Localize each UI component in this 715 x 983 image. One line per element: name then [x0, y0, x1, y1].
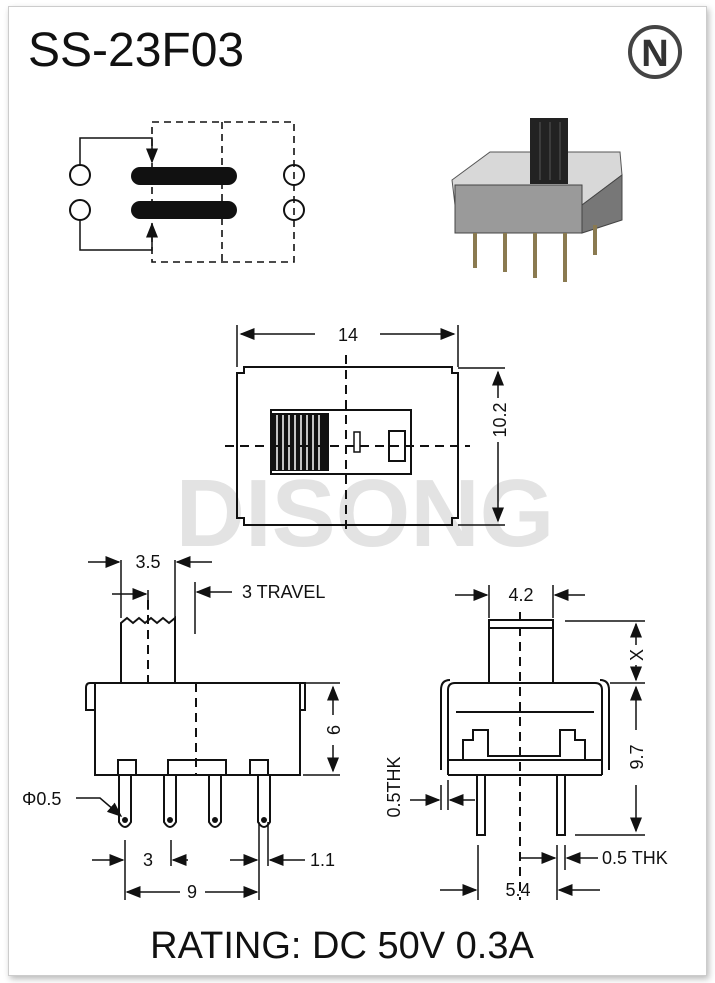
actuator-width-dimension: 4.2	[508, 585, 533, 605]
pin-width-dimension: 1.1	[310, 850, 335, 870]
watermark: DISONG	[176, 460, 555, 567]
pin-span-dimension: 5.4	[505, 880, 530, 900]
top-height-dimension: 10.2	[490, 402, 510, 437]
overall-height-dimension: 9.7	[627, 744, 647, 769]
top-view-drawing: 14 10.2	[225, 325, 510, 535]
svg-text:N: N	[641, 33, 668, 75]
part-number-title: SS-23F03	[28, 24, 244, 77]
pin-diameter-dimension: Φ0.5	[22, 789, 61, 809]
body-height-dimension: 6	[324, 725, 344, 735]
actuator-height-dimension: X	[627, 649, 647, 661]
side-view-drawing: 3.5 3 TRAVEL 6 Φ0.5 3 1.1 9	[22, 552, 344, 902]
product-photo	[451, 118, 623, 282]
total-pin-span-dimension: 9	[187, 882, 197, 902]
rating-text: RATING: DC 50V 0.3A	[150, 925, 534, 967]
actuator-width-dimension: 3.5	[135, 552, 160, 572]
travel-dimension: 3 TRAVEL	[242, 582, 325, 602]
top-width-dimension: 14	[338, 325, 358, 345]
pin-thickness-dimension: 0.5 THK	[602, 848, 668, 868]
brand-logo: N	[628, 25, 682, 79]
circuit-schematic	[69, 121, 305, 263]
bracket-thickness-dimension: 0.5THK	[384, 756, 404, 817]
pin-pitch-dimension: 3	[143, 850, 153, 870]
end-view-drawing: 4.2 X 9.7 0.5THK 0.5 THK 5.4	[384, 585, 668, 900]
